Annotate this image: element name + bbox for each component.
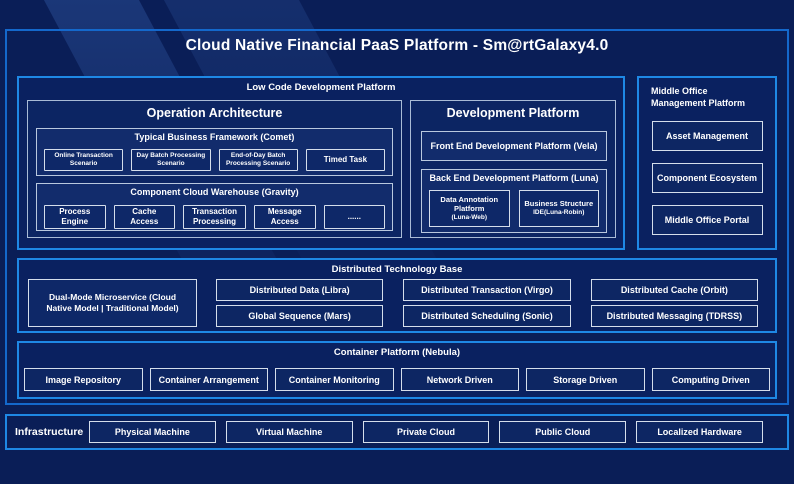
container-platform-row: Image Repository Container Arrangement C… [24, 368, 770, 391]
container-item-container-monitoring: Container Monitoring [275, 368, 394, 391]
distributed-item-data: Distributed Data (Libra) [216, 279, 384, 301]
low-code-platform-label: Low Code Development Platform [246, 82, 396, 93]
development-platform-title: Development Platform [446, 106, 580, 120]
infrastructure-item-virtual-machine: Virtual Machine [225, 421, 353, 443]
comet-item-end-of-day-batch: End-of-Day Batch Processing Scenario [218, 149, 298, 171]
back-end-item-sub: IDE(Luna-Robin) [533, 209, 585, 217]
container-item-container-arrangement: Container Arrangement [149, 368, 268, 391]
operation-architecture-title: Operation Architecture [146, 106, 283, 120]
infrastructure-item-localized-hardware: Localized Hardware [636, 421, 763, 443]
component-cloud-warehouse-title: Component Cloud Warehouse (Gravity) [130, 187, 299, 197]
gravity-item-cache-access: Cache Access [113, 205, 176, 229]
operation-architecture-panel: Operation Architecture Typical Business … [27, 100, 402, 238]
back-end-item-sub: (Luna-Web) [451, 214, 488, 222]
back-end-item-data-annotation: Data Annotation Platform (Luna-Web) [429, 190, 510, 227]
distributed-item-cache: Distributed Cache (Orbit) [590, 279, 758, 301]
back-end-item-row: Data Annotation Platform (Luna-Web) Busi… [429, 190, 599, 227]
front-end-platform-label: Front End Development Platform (Vela) [430, 141, 598, 151]
back-end-item-business-structure: Business Structure IDE(Luna-Robin) [518, 190, 599, 227]
distributed-technology-base-title: Distributed Technology Base [331, 264, 463, 275]
container-platform-section: Container Platform (Nebula) Image Reposi… [17, 341, 777, 399]
middle-office-title: Middle Office Management Platform [651, 86, 746, 109]
low-code-platform-section: Low Code Development Platform Operation … [17, 76, 625, 250]
front-end-platform-box: Front End Development Platform (Vela) [421, 131, 607, 161]
infrastructure-item-public-cloud: Public Cloud [499, 421, 627, 443]
container-item-network-driven: Network Driven [400, 368, 519, 391]
container-item-image-repository: Image Repository [24, 368, 143, 391]
container-platform-title: Container Platform (Nebula) [333, 347, 461, 358]
middle-office-item-asset-management: Asset Management [651, 121, 763, 152]
infrastructure-section: Infrastructure Physical Machine Virtual … [5, 414, 789, 450]
gravity-item-more: ...... [323, 205, 386, 229]
main-frame [5, 29, 789, 405]
back-end-item-name: Data Annotation Platform [440, 194, 499, 214]
page-title: Cloud Native Financial PaaS Platform - S… [185, 37, 609, 54]
distributed-grid: Distributed Data (Libra) Distributed Tra… [216, 279, 758, 327]
distributed-technology-base-section: Distributed Technology Base Dual-Mode Mi… [17, 258, 777, 333]
component-cloud-warehouse-box: Component Cloud Warehouse (Gravity) Proc… [36, 183, 393, 231]
container-item-storage-driven: Storage Driven [526, 368, 645, 391]
middle-office-item-portal: Middle Office Portal [651, 205, 763, 236]
comet-item-timed-task: Timed Task [305, 149, 385, 171]
distributed-item-transaction: Distributed Transaction (Virgo) [403, 279, 571, 301]
back-end-platform-box: Back End Development Platform (Luna) Dat… [421, 169, 607, 233]
infrastructure-item-private-cloud: Private Cloud [362, 421, 490, 443]
back-end-platform-title: Back End Development Platform (Luna) [429, 173, 599, 183]
typical-business-framework-box: Typical Business Framework (Comet) Onlin… [36, 128, 393, 176]
distributed-item-messaging: Distributed Messaging (TDRSS) [590, 305, 758, 327]
distributed-item-scheduling: Distributed Scheduling (Sonic) [403, 305, 571, 327]
middle-office-section: Middle Office Management Platform Asset … [637, 76, 777, 250]
container-item-computing-driven: Computing Driven [651, 368, 770, 391]
gravity-item-message-access: Message Access [253, 205, 316, 229]
back-end-item-name: Business Structure [524, 199, 594, 209]
gravity-item-row: Process Engine Cache Access Transaction … [44, 205, 386, 229]
middle-office-item-component-ecosystem: Component Ecosystem [651, 163, 763, 194]
typical-business-framework-title: Typical Business Framework (Comet) [134, 132, 295, 142]
dual-mode-microservice-box: Dual-Mode Microservice (Cloud Native Mod… [28, 279, 197, 327]
distributed-content: Dual-Mode Microservice (Cloud Native Mod… [28, 279, 758, 327]
comet-item-online-transaction: Online Transaction Scenario [44, 149, 124, 171]
development-platform-panel: Development Platform Front End Developme… [410, 100, 616, 238]
gravity-item-transaction-processing: Transaction Processing [183, 205, 246, 229]
infrastructure-row: Physical Machine Virtual Machine Private… [89, 421, 763, 443]
infrastructure-item-physical-machine: Physical Machine [89, 421, 216, 443]
comet-item-day-batch: Day Batch Processing Scenario [131, 149, 211, 171]
gravity-item-process-engine: Process Engine [44, 205, 106, 229]
comet-item-row: Online Transaction Scenario Day Batch Pr… [44, 149, 385, 171]
infrastructure-label: Infrastructure [15, 426, 84, 438]
distributed-item-sequence: Global Sequence (Mars) [216, 305, 384, 327]
